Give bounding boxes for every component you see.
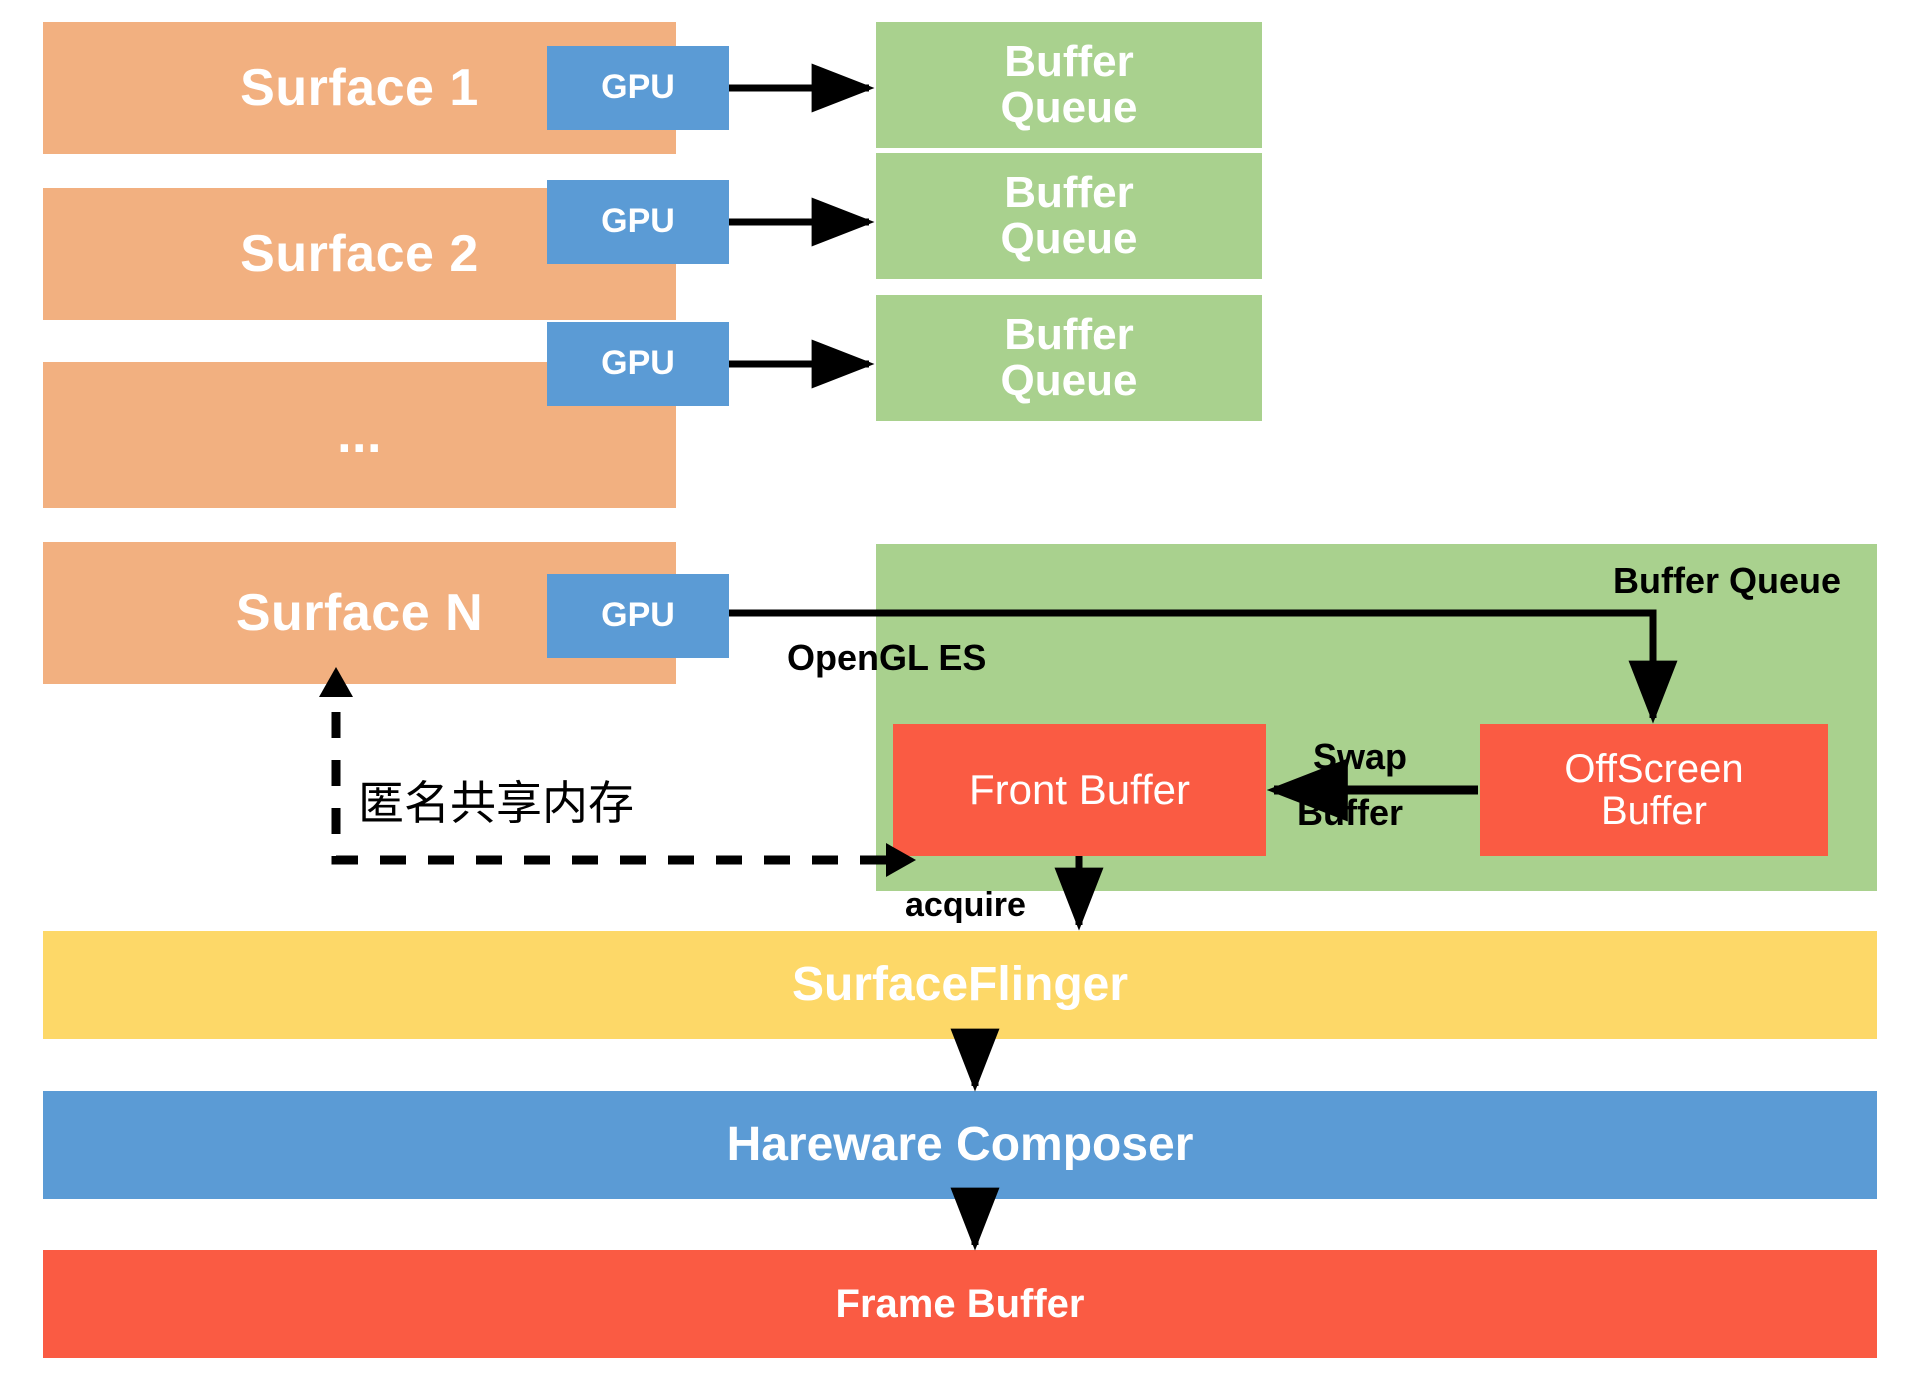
offscreen-buffer-box: OffScreen Buffer (1480, 724, 1828, 856)
big-buffer-queue-title: Buffer Queue (1613, 560, 1842, 601)
surface-label-3: ... (337, 405, 382, 464)
gpu-label-2: GPU (601, 202, 675, 241)
buffer-queue-box-1: Buffer Queue (876, 22, 1262, 148)
buffer-queue-label-3b: Queue (1000, 356, 1138, 405)
acquire-label: acquire (905, 886, 1026, 924)
gpu-label-1: GPU (601, 68, 675, 107)
buffer-queue-box-3: Buffer Queue (876, 295, 1262, 421)
buffer-queue-box-2: Buffer Queue (876, 153, 1262, 279)
frame-buffer-bar: Frame Buffer (43, 1250, 1877, 1358)
gpu-box-1: GPU (547, 46, 729, 130)
surfaceflinger-bar: SurfaceFlinger (43, 931, 1877, 1039)
buffer-queue-label-1a: Buffer (1004, 36, 1134, 86)
gpu-box-3: GPU (547, 322, 729, 406)
gpu-box-4: GPU (547, 574, 729, 658)
hareware-composer-bar: Hareware Composer (43, 1091, 1877, 1199)
buffer-queue-label-2b: Queue (1000, 214, 1138, 263)
gpu-label-4: GPU (601, 596, 675, 635)
frame-buffer-label: Frame Buffer (835, 1282, 1085, 1326)
swap-buffer-label-top: Swap (1313, 736, 1408, 777)
surface-label-1: Surface 1 (240, 58, 479, 117)
hareware-composer-label: Hareware Composer (726, 1117, 1194, 1171)
front-buffer-label: Front Buffer (969, 765, 1190, 813)
buffer-queue-label-3a: Buffer (1004, 309, 1134, 359)
surfaceflinger-label: SurfaceFlinger (791, 957, 1129, 1011)
gpu-box-2: GPU (547, 180, 729, 264)
buffer-queue-label-2a: Buffer (1004, 167, 1134, 217)
surface-label-4: Surface N (235, 583, 484, 642)
surface-label-2: Surface 2 (240, 224, 479, 283)
gpu-label-3: GPU (601, 344, 675, 383)
offscreen-buffer-label-1: OffScreen (1564, 747, 1744, 791)
opengl-es-label: OpenGL ES (787, 637, 987, 678)
offscreen-buffer-label-2: Buffer (1601, 789, 1707, 833)
shared-memory-label: 匿名共享内存 (358, 776, 634, 830)
front-buffer-box: Front Buffer (893, 724, 1266, 856)
buffer-queue-label-1b: Queue (1000, 83, 1138, 132)
swap-buffer-label-bottom: Buffer (1297, 792, 1403, 833)
